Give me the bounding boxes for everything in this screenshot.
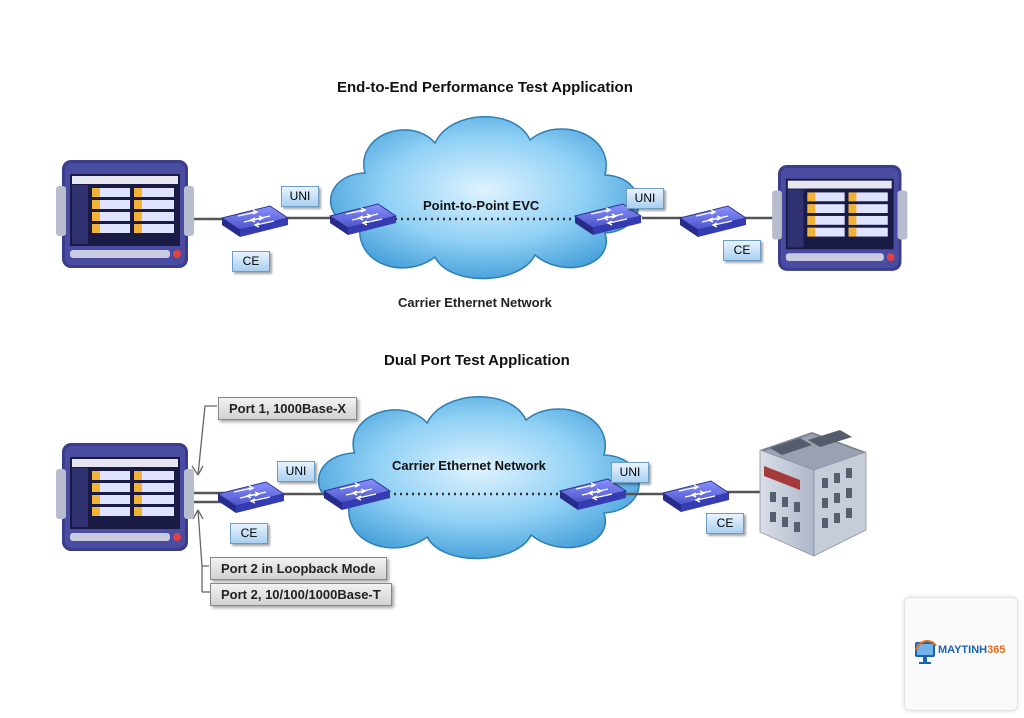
diagram1-tester-right (772, 165, 908, 271)
diagram2-port-brackets (191, 405, 217, 593)
logo-brand: MAYTINH365 (938, 644, 1006, 656)
diagram1-title: End-to-End Performance Test Application (337, 79, 633, 96)
diagram2-ce-right-tag: CE (706, 513, 744, 534)
diagram1-ce-switch-right (679, 205, 747, 238)
diagram1-uni-right-tag: UNI (626, 188, 664, 209)
port2-loopback-label: Port 2 in Loopback Mode (210, 557, 387, 580)
diagram2-cloud (317, 395, 640, 560)
diagram1-tester-left (56, 160, 194, 268)
diagram1-ce-left-tag: CE (232, 251, 270, 272)
diagram2-ce-left-tag: CE (230, 523, 268, 544)
diagram2-ce-switch-left (217, 481, 285, 514)
diagram2-cloud-label: Carrier Ethernet Network (392, 458, 546, 473)
monitor-logo-icon (915, 640, 937, 664)
diagram2-tester (56, 443, 194, 551)
diagram1-ce-switch-left (221, 205, 289, 238)
building-icon (759, 430, 867, 557)
diagram2-title: Dual Port Test Application (384, 352, 570, 369)
maytinh365-logo: MAYTINH365 (904, 597, 1018, 711)
diagram1-ce-right-tag: CE (723, 240, 761, 261)
diagram1-cloud-label: Point-to-Point EVC (423, 198, 540, 213)
port1-label: Port 1, 1000Base-X (218, 397, 358, 420)
diagram2-uni-right-tag: UNI (611, 462, 649, 483)
diagram2-uni-left-tag: UNI (277, 461, 315, 482)
diagram1-uni-left-tag: UNI (281, 186, 319, 207)
diagram1-network-label: Carrier Ethernet Network (398, 295, 552, 310)
diagram2-ce-switch-right (662, 480, 730, 513)
port2-label: Port 2, 10/100/1000Base-T (210, 583, 392, 606)
